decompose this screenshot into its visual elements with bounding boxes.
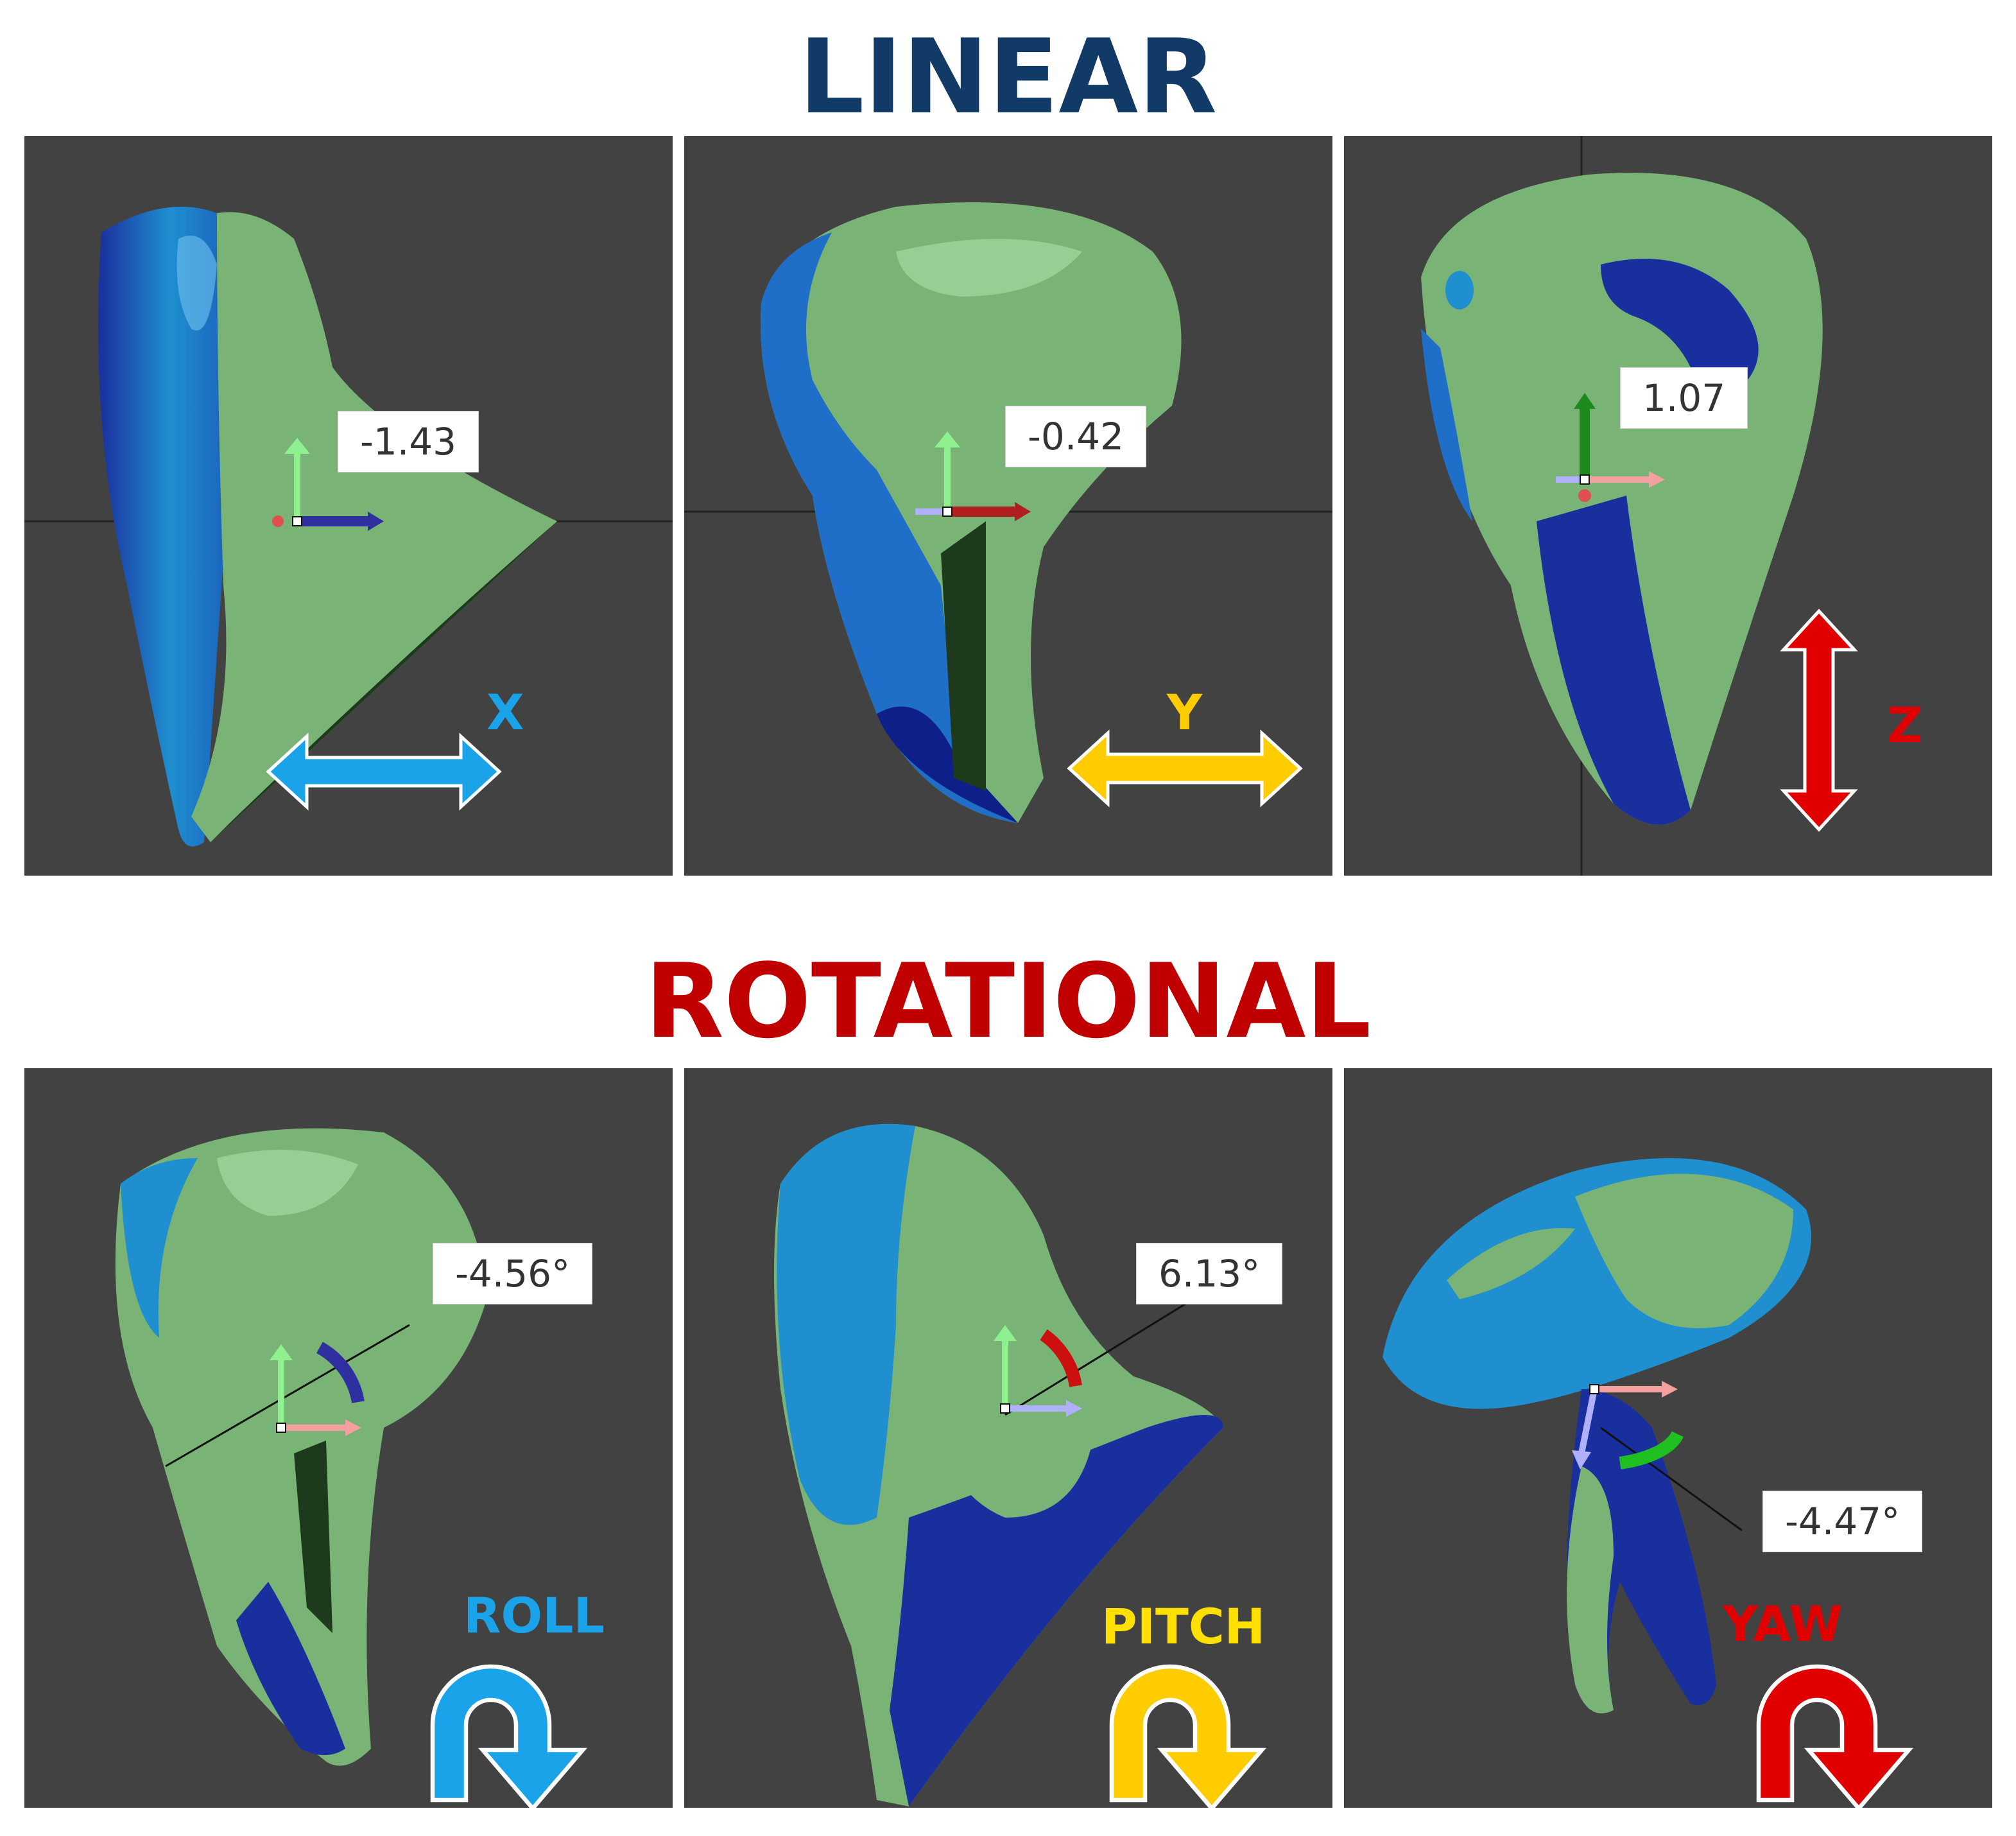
readout-leader-line: [1600, 1426, 1743, 1532]
translation-arrow-horizontal: [266, 732, 502, 811]
active-axis-arrowhead: [1015, 502, 1031, 521]
bone-green-patch: [928, 1381, 1095, 1518]
value-readout: -4.47°: [1762, 1491, 1923, 1552]
bone-blue-region: [761, 232, 1018, 823]
pivot-origin-dot: [1578, 489, 1591, 502]
bone-blue-edge: [121, 1158, 198, 1338]
value-readout: 6.13°: [1136, 1243, 1283, 1304]
translation-arrow-horizontal: [1067, 729, 1303, 808]
bone-model-view-y: [684, 202, 1332, 823]
bone-blue-region: [98, 207, 243, 847]
bone-dark-blue-tip: [877, 706, 1018, 823]
rotation-arrow-curved: [1756, 1664, 1914, 1808]
pivot-origin-dot: [272, 515, 284, 527]
bone-model-view-pitch: [774, 1123, 1267, 1808]
axis-gizmo[interactable]: [915, 431, 1031, 521]
bone-highlight: [896, 239, 1082, 297]
gizmo-center-handle[interactable]: [1580, 474, 1590, 485]
gizmo-center-handle[interactable]: [1000, 1403, 1010, 1414]
bone-highlight: [177, 236, 217, 331]
rotation-gizmo[interactable]: [1572, 1381, 1684, 1469]
rotational-section-title: ROTATIONAL: [644, 941, 1372, 1061]
bone-highlight: [217, 1150, 358, 1216]
active-axis-arrowhead: [1574, 393, 1596, 409]
axis-up-arrowhead: [994, 1325, 1017, 1341]
axis-up-arrowhead: [284, 438, 310, 454]
bone-green-cap: [1575, 1173, 1793, 1328]
axis-label: Y: [1167, 684, 1203, 741]
bone-shadow-region: [294, 1441, 332, 1633]
bone-dark-blue-region: [890, 1415, 1223, 1806]
viewport-panel-yaw[interactable]: -4.47° YAW: [1344, 1068, 1992, 1808]
linear-section-title: LINEAR: [798, 17, 1218, 137]
bone-green-stem: [1567, 1466, 1614, 1713]
bone-blue-region: [1537, 496, 1691, 825]
active-axis-arrowhead: [368, 512, 384, 531]
viewport-panel-z[interactable]: 1.07 Z: [1344, 136, 1992, 876]
axis-right-arrowhead: [1662, 1381, 1678, 1398]
bone-green-patch: [1447, 1228, 1575, 1299]
bone-blue-patch: [1601, 259, 1759, 393]
rotation-arc-active: [1619, 1431, 1684, 1469]
value-readout: -4.56°: [433, 1243, 593, 1304]
viewport-panel-x[interactable]: -1.43 X: [24, 136, 673, 876]
readout-leader-line: [165, 1324, 410, 1468]
bone-dark-blue-tip: [236, 1582, 345, 1755]
bone-shadow-region: [941, 521, 986, 791]
bone-model-view-z: [1421, 136, 1858, 876]
axis-label: YAW: [1723, 1595, 1843, 1652]
rotation-arc-active: [316, 1342, 365, 1403]
axis-right-arrowhead: [345, 1419, 361, 1436]
bone-blue-region: [777, 1123, 915, 1525]
gizmo-center-handle[interactable]: [1589, 1384, 1599, 1394]
viewport-panel-pitch[interactable]: 6.13° PITCH: [684, 1068, 1332, 1808]
axis-right-arrowhead: [1649, 471, 1665, 488]
axis-gizmo[interactable]: [272, 438, 384, 531]
gizmo-center-handle[interactable]: [292, 516, 302, 526]
axis-down-lavender: [1578, 1389, 1598, 1454]
axis-gizmo[interactable]: [1556, 393, 1665, 502]
bone-model-view-roll: [115, 1128, 588, 1808]
gizmo-center-handle[interactable]: [276, 1423, 286, 1433]
rotation-gizmo[interactable]: [270, 1342, 365, 1436]
value-readout: 1.07: [1620, 367, 1748, 429]
bone-model-view-yaw: [1383, 1158, 1914, 1808]
gizmo-center-handle[interactable]: [942, 507, 952, 517]
value-readout: -1.43: [338, 411, 479, 472]
axis-label: Z: [1887, 697, 1923, 754]
rotation-arrow-curved: [1109, 1664, 1267, 1808]
axis-up-arrowhead: [270, 1344, 293, 1360]
bone-green-region: [115, 1128, 487, 1766]
viewport-panel-roll[interactable]: -4.56° ROLL: [24, 1068, 673, 1808]
bone-blue-edge: [1421, 329, 1472, 521]
bone-blue-spot: [1445, 271, 1474, 309]
viewport-panel-y[interactable]: -0.42 Y: [684, 136, 1332, 876]
bone-green-region: [191, 212, 557, 842]
axis-down-arrowhead: [1572, 1450, 1591, 1469]
bone-model-view-x: [24, 207, 673, 847]
axis-label: ROLL: [463, 1587, 605, 1644]
rotation-arrow-curved: [430, 1664, 588, 1808]
axis-label: X: [487, 684, 524, 741]
rotation-gizmo[interactable]: [994, 1325, 1082, 1417]
axis-up-arrowhead: [935, 431, 960, 447]
value-readout: -0.42: [1005, 406, 1147, 467]
axis-right-arrowhead: [1066, 1400, 1082, 1417]
translation-arrow-vertical: [1780, 609, 1858, 832]
rotation-arc-active: [1040, 1329, 1082, 1387]
axis-label: PITCH: [1101, 1598, 1266, 1655]
